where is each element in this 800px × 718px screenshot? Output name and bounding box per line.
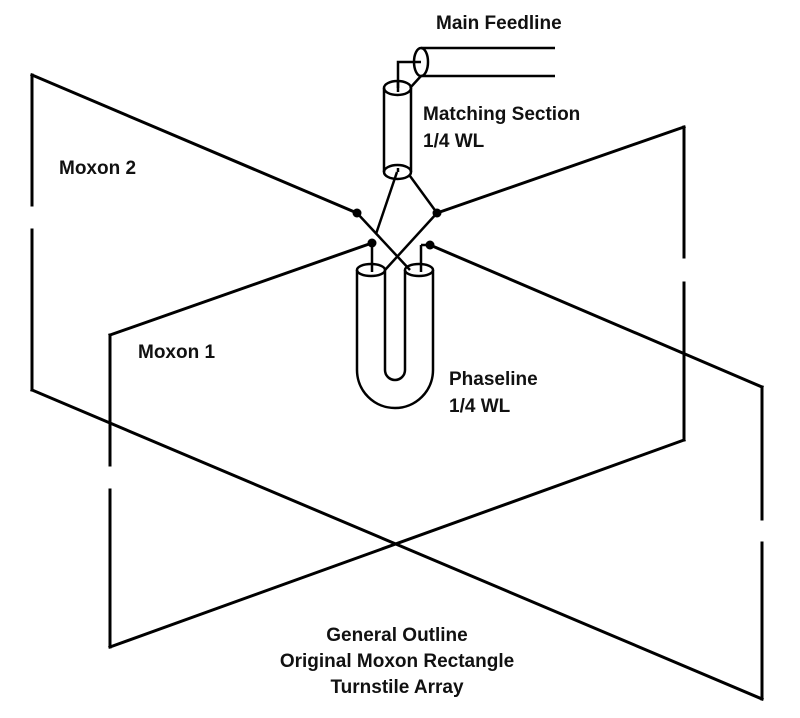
moxon1-bottom-wire bbox=[108, 438, 686, 649]
phaseline-label: Phaseline bbox=[449, 369, 538, 390]
feedpoints bbox=[352, 208, 442, 250]
moxon2-top-right-wire bbox=[435, 125, 686, 215]
phaseline-coax bbox=[355, 243, 435, 410]
moxon-1-element bbox=[108, 241, 764, 701]
matching-section-coax bbox=[356, 79, 439, 271]
moxon2-label: Moxon 2 bbox=[59, 158, 136, 179]
phaseline-length-label: 1/4 WL bbox=[449, 396, 511, 417]
moxon1-label: Moxon 1 bbox=[138, 342, 215, 363]
moxon1-top-right-wire bbox=[428, 243, 764, 389]
main-feedline-coax bbox=[396, 46, 555, 89]
moxon1-top-left-wire bbox=[108, 241, 374, 337]
caption-line-3: Turnstile Array bbox=[330, 677, 463, 698]
main-feedline-label: Main Feedline bbox=[436, 13, 562, 34]
caption-line-1: General Outline bbox=[326, 625, 467, 646]
matching-section-length-label: 1/4 WL bbox=[423, 131, 485, 152]
matching-section-label: Matching Section bbox=[423, 104, 580, 125]
moxon2-top-left-wire bbox=[30, 73, 359, 215]
caption-line-2: Original Moxon Rectangle bbox=[280, 651, 514, 672]
